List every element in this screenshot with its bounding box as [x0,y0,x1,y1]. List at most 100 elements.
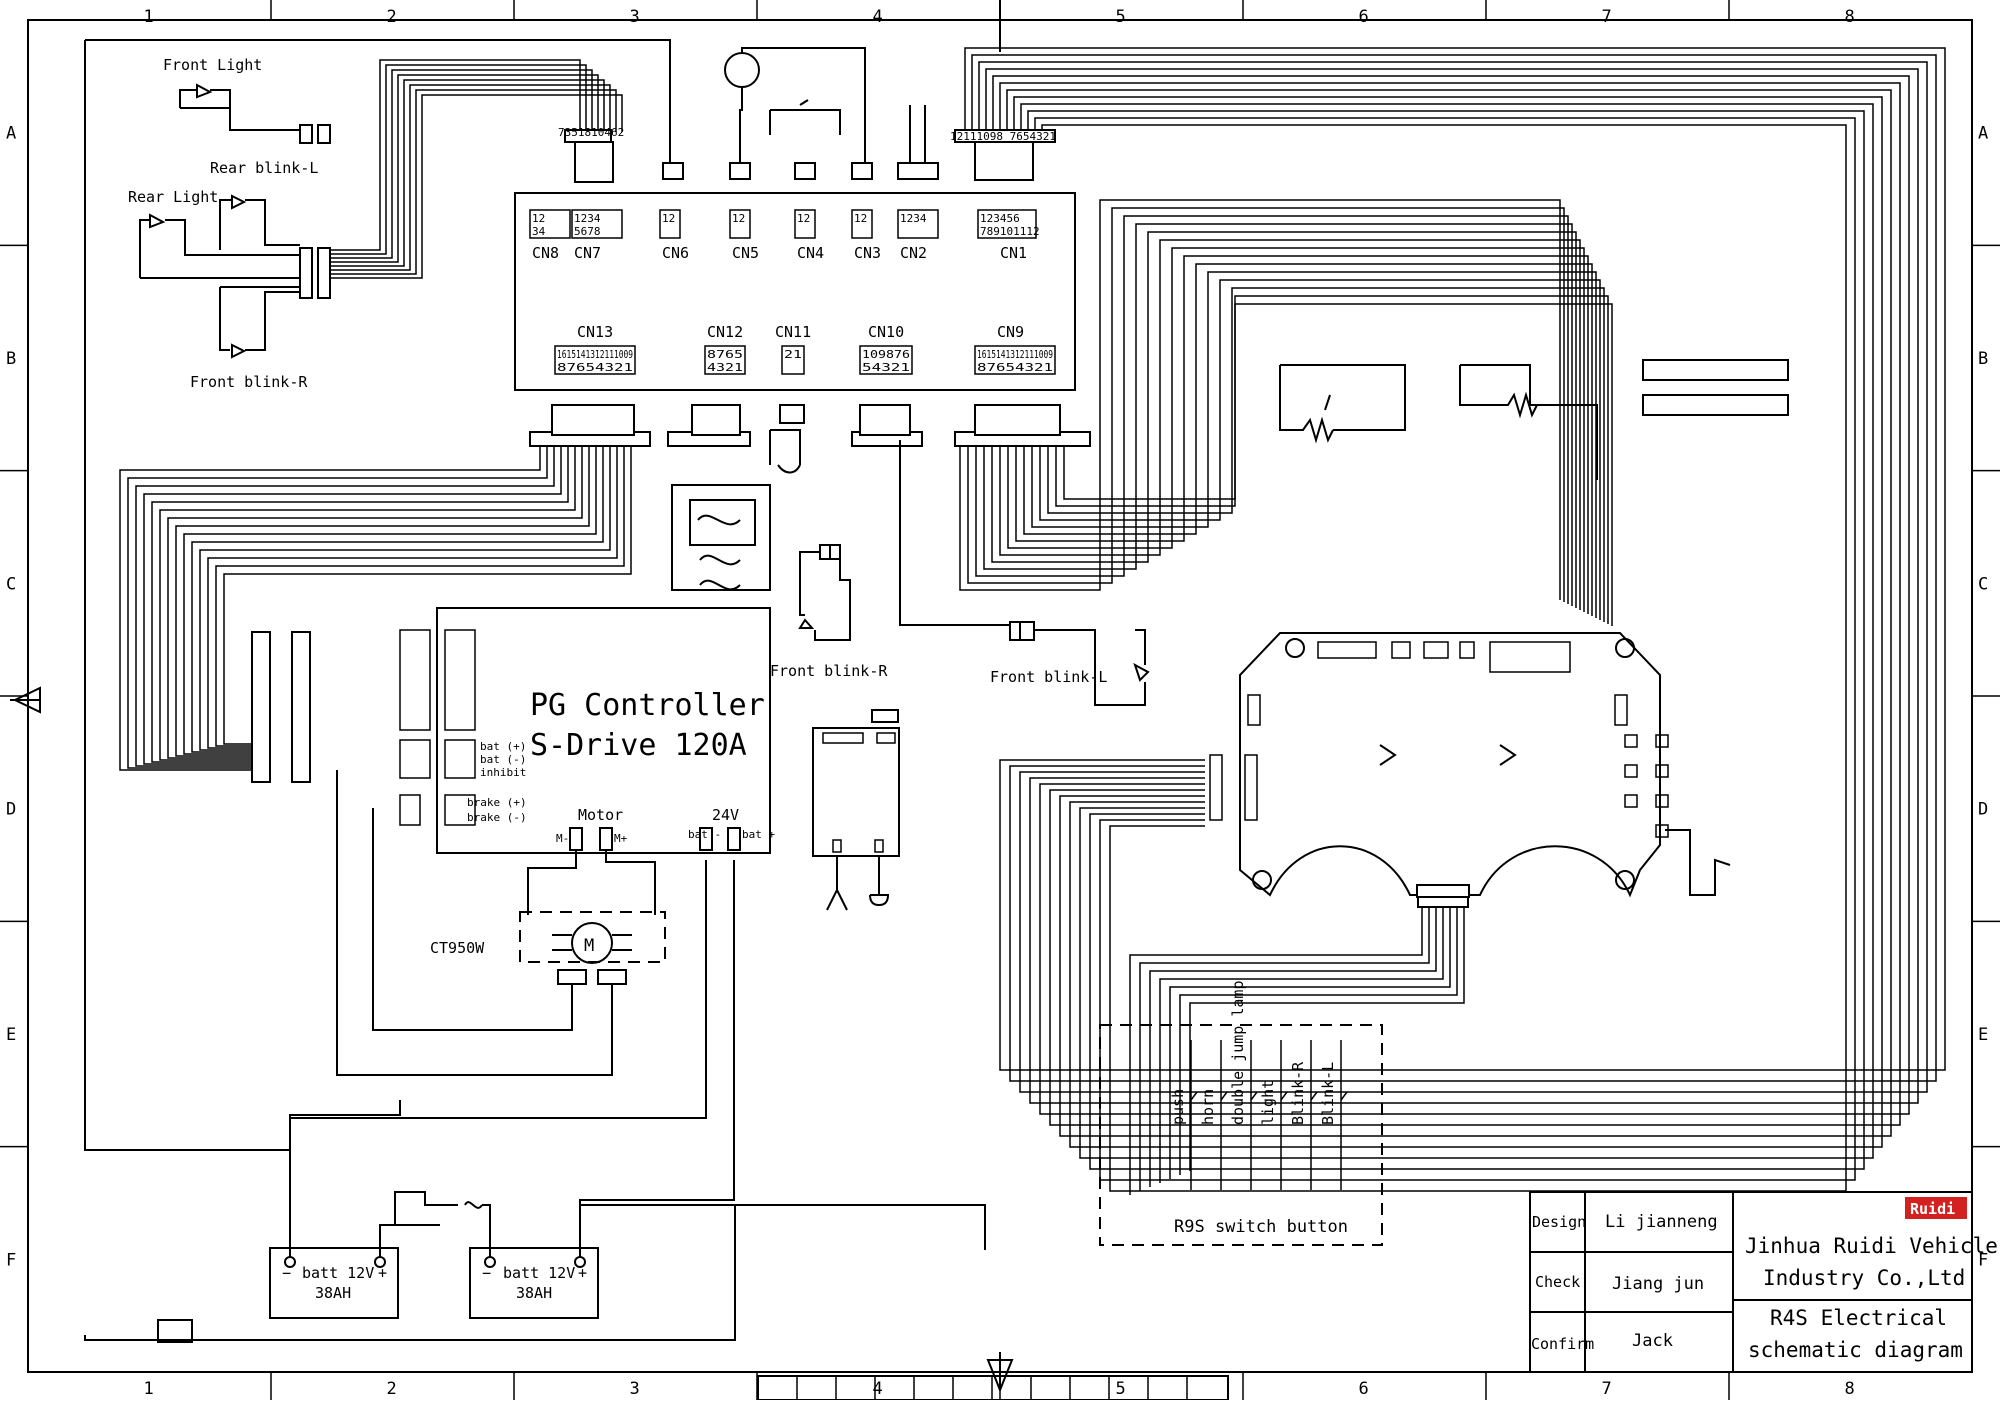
check-name: Jiang jun [1612,1274,1704,1294]
pins-cn8-row1: 34 [532,225,546,238]
check-label: Check [1535,1273,1580,1291]
front-blink-l-label: Front blink-L [990,668,1107,686]
label-cn6: CN6 [662,244,689,262]
pin-bat-minus: bat (-) [480,753,526,766]
grid-col-bottom-7: 7 [1602,1379,1612,1399]
controller-bat-plus: bat + [742,828,775,841]
company-line-1: Jinhua Ruidi Vehicle [1745,1234,1998,1258]
left-lights: Front Light Rear blink-L Rear Light Fron… [128,56,331,391]
battery-2-minus: − [482,1264,491,1282]
fuse-block [671,484,771,591]
grid-col-bottom-2: 2 [387,1379,397,1399]
connector-cn4-body [794,209,816,239]
grid-col-top-4: 4 [873,7,883,27]
battery-2 [469,1247,599,1319]
ruidi-logo [1905,1197,1967,1219]
label-cn9: CN9 [997,323,1024,341]
cn7-plug-pins: 7351810462 [558,126,624,139]
key-switch-icon [724,52,760,88]
connector-cn1-body [977,209,1037,239]
scale-bar [757,1375,1229,1401]
grid-row-right-C: C [1978,574,1988,594]
label-cn1: CN1 [1000,244,1027,262]
switch-blink-l: Blink-L [1319,1062,1337,1125]
switch-blink-r: Blink-R [1289,1061,1307,1125]
motor-minus-label: M- [556,832,569,845]
pins-cn4-row0: 12 [797,212,810,225]
connector-cn12-body [704,345,746,375]
grid-row-left-F: F [6,1250,16,1270]
pins-cn7-row0: 1234 [574,212,601,225]
pin-brake-plus: brake (+) [467,796,527,809]
grid-col-top-2: 2 [387,7,397,27]
motor-plus-label: M+ [614,832,628,845]
battery-2-plus: + [578,1264,587,1282]
label-cn3: CN3 [854,244,881,262]
label-cn13: CN13 [577,323,613,341]
label-cn4: CN4 [797,244,824,262]
grid-col-bottom-4: 4 [873,1379,883,1399]
doc-title-line-1: R4S Electrical [1770,1306,1947,1330]
ruidi-logo-text: Ruidi [1910,1200,1955,1218]
pins-cn9-row1: 87654321 [977,361,1053,374]
connector-cn13-body [554,345,636,375]
grid-col-bottom-5: 5 [1116,1379,1126,1399]
pins-cn7-row1: 5678 [574,225,601,238]
grid-row-right-D: D [1978,800,1988,820]
r9s-title: R9S switch button [1174,1217,1348,1237]
connector-cn11-body [781,345,805,375]
grid-col-top-8: 8 [1845,7,1855,27]
connector-cn8-body [529,209,571,239]
sensor-board [1209,632,1661,908]
grid-col-top-5: 5 [1116,7,1126,27]
grid-col-top-1: 1 [144,7,154,27]
pg-controller [436,607,771,854]
motor-icon [571,922,613,964]
pins-cn10-row1: 54321 [862,361,910,374]
label-cn5: CN5 [732,244,759,262]
label-cn10: CN10 [868,323,904,341]
pins-cn11-row0: 21 [784,348,802,361]
battery-1-plus: + [378,1264,387,1282]
label-cn7: CN7 [574,244,601,262]
pins-cn9-row0: 1615141312111009 [977,348,1053,361]
grid-col-bottom-8: 8 [1845,1379,1855,1399]
pins-cn12-row0: 8765 [707,348,743,361]
main-board [514,192,1076,391]
front-blink-r-label-top: Front blink-R [190,373,308,391]
pins-cn13-row1: 87654321 [557,361,633,374]
pins-cn13-row0: 1615141312111009 [557,348,633,361]
supply-24v-label: 24V [712,806,739,824]
motor-port-label: Motor [578,806,623,824]
grid-row-right-B: B [1978,349,1988,369]
label-cn8: CN8 [532,244,559,262]
front-blinkers: Front blink-R Front blink-L [770,440,1150,706]
pins-cn1-row0: 123456 [980,212,1020,225]
controller-title: PG Controller [530,688,765,723]
connector-cn7-body [571,209,623,239]
doc-title-line-2: schematic diagram [1748,1338,1963,1362]
lower-plugs [529,404,1091,474]
grid-row-left-A: A [6,124,16,144]
grid-row-left-D: D [6,800,16,820]
label-cn2: CN2 [900,244,927,262]
battery-1-label: batt 12V [302,1264,374,1282]
cn1-plug-pins: 12111098 7654321 [950,130,1056,143]
label-cn11: CN11 [775,323,811,341]
batteries: batt 12V 38AH batt 12V 38AH − + − + [157,860,735,1343]
rear-light-label: Rear Light [128,188,218,206]
left-center-mark [10,686,41,714]
controller-bat-minus: bat - [688,828,721,841]
wiring [84,39,1946,1341]
pins-cn1-row1: 789101112 [980,225,1040,238]
pins-cn8-row0: 12 [532,212,545,225]
grid-col-top-6: 6 [1359,7,1369,27]
pins-cn5-row0: 12 [732,212,745,225]
connector-cn5-body [729,209,751,239]
switch-light: light [1259,1080,1277,1125]
pin-inhibit: inhibit [480,766,526,779]
grid-row-right-A: A [1978,124,1988,144]
switch-horn: horn [1199,1089,1217,1125]
